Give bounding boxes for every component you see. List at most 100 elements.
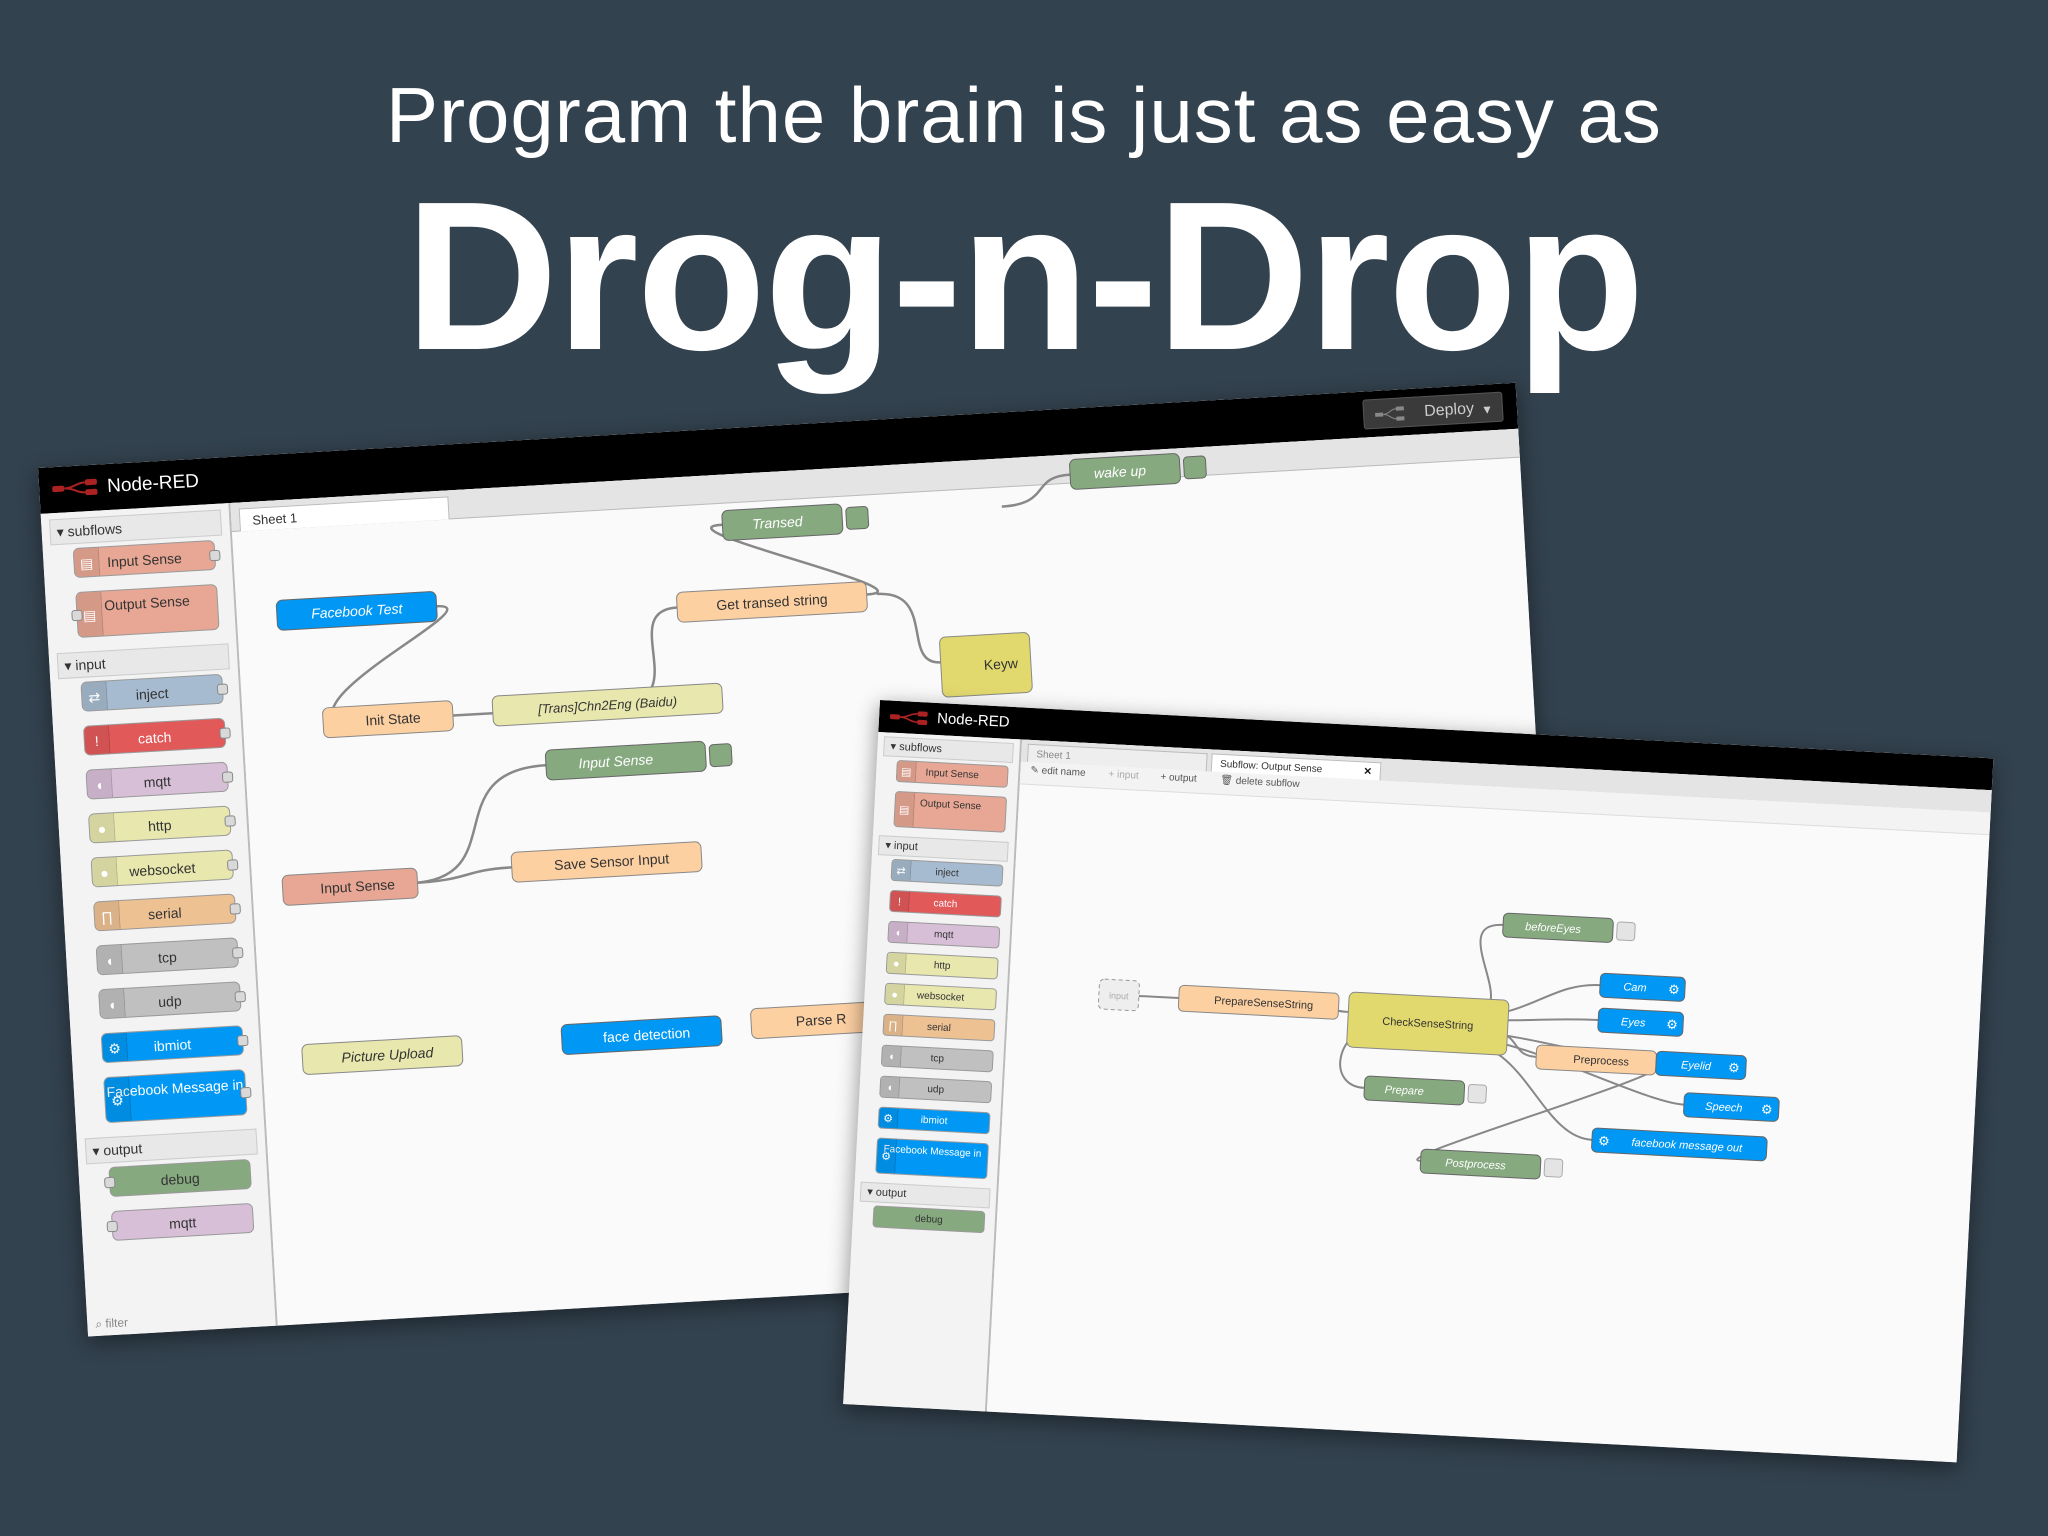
- node-label: http: [147, 816, 172, 835]
- node-label: websocket: [916, 990, 965, 1004]
- flow-node-parse[interactable]: Parse R: [750, 1001, 873, 1040]
- flow-node-init-state[interactable]: Init State: [322, 700, 454, 739]
- palette-node-catch[interactable]: !catch: [888, 889, 1002, 918]
- flow-node-eyes[interactable]: Eyes ⚙: [1597, 1007, 1684, 1037]
- node-label: Eyes: [1621, 1016, 1647, 1029]
- palette-node-websocket[interactable]: ●websocket: [884, 982, 998, 1011]
- flow-node-trans-chn2eng[interactable]: [Trans]Chn2Eng (Baidu): [491, 682, 724, 727]
- category-label: output: [102, 1140, 143, 1159]
- palette-node-facebook-message-in[interactable]: ⚙Facebook Message in: [103, 1069, 252, 1124]
- node-label: Facebook Test: [311, 600, 404, 621]
- chevron-down-icon[interactable]: ▼: [1480, 402, 1494, 417]
- output-port[interactable]: [216, 683, 229, 696]
- flow-node-subflow-input[interactable]: input: [1097, 978, 1140, 1012]
- node-label: ibmiot: [153, 1036, 192, 1055]
- palette-node-debug[interactable]: debug: [872, 1205, 986, 1234]
- palette-node-input-sense[interactable]: ▤Input Sense: [895, 759, 1009, 788]
- flow-node-postprocess[interactable]: Postprocess: [1419, 1148, 1564, 1180]
- filter-placeholder: filter: [105, 1315, 129, 1331]
- workspace[interactable]: Sheet 1 Subflow: Output Sense ✕ ✎ edit n…: [986, 739, 1992, 1463]
- flow-node-input-sense[interactable]: Input Sense: [281, 867, 419, 906]
- output-port[interactable]: [209, 549, 221, 562]
- flow-node-eyelid[interactable]: Eyelid ⚙: [1655, 1050, 1747, 1081]
- flow-node-save-sensor-input[interactable]: Save Sensor Input: [510, 841, 703, 883]
- output-port[interactable]: [236, 1034, 249, 1047]
- palette-node-http[interactable]: ●http: [87, 805, 236, 844]
- palette-node-catch[interactable]: !catch: [82, 717, 231, 756]
- node-label: wake up: [1094, 462, 1147, 481]
- flow-node-speech[interactable]: Speech ⚙: [1683, 1092, 1780, 1122]
- flow-node-before-eyes[interactable]: beforeEyes: [1502, 912, 1636, 944]
- slide-subtitle: Program the brain is just as easy as: [386, 71, 1662, 159]
- node-label: input: [1109, 990, 1130, 1001]
- flow-node-keyword-switch[interactable]: Keyw: [939, 632, 1033, 698]
- palette-node-input-sense[interactable]: ▤Input Sense: [72, 539, 221, 579]
- palette-node-facebook-message-in[interactable]: ⚙Facebook Message in: [875, 1137, 989, 1180]
- flow-node-get-transed-string[interactable]: Get transed string: [676, 581, 868, 623]
- output-port[interactable]: [224, 815, 236, 827]
- flow-node-picture-upload[interactable]: Picture Upload: [301, 1035, 464, 1075]
- palette-node-serial[interactable]: ∏serial: [93, 893, 242, 932]
- palette-node-tcp[interactable]: ◖tcp: [95, 937, 244, 976]
- brand-label: Node-RED: [106, 470, 200, 498]
- flow-node-facebook-message-out[interactable]: ⚙ facebook message out: [1591, 1127, 1768, 1162]
- flow-node-cam[interactable]: Cam ⚙: [1599, 972, 1686, 1002]
- deploy-button[interactable]: Deploy ▼: [1362, 391, 1504, 430]
- flow-node-face-detection[interactable]: face detection: [560, 1015, 723, 1055]
- flow-canvas[interactable]: Facebook Test Init State [Trans]Chn2Eng …: [230, 429, 1565, 1326]
- flow-node-prepare[interactable]: Prepare: [1363, 1075, 1488, 1106]
- output-port[interactable]: [226, 859, 239, 871]
- node-label: inject: [935, 867, 959, 880]
- palette-category-subflows[interactable]: ▾ subflows: [883, 736, 1014, 764]
- flow-node-input-sense-out[interactable]: Input Sense: [544, 740, 733, 781]
- input-port[interactable]: [103, 1176, 116, 1189]
- node-label: Init State: [365, 709, 421, 728]
- palette-node-http[interactable]: ●http: [885, 951, 999, 980]
- palette-node-ibmiot[interactable]: ⚙ibmiot: [877, 1106, 991, 1135]
- category-label: subflows: [898, 741, 943, 756]
- palette-node-inject[interactable]: ⇄inject: [890, 858, 1004, 887]
- output-port[interactable]: [239, 1086, 252, 1099]
- node-label: udp: [157, 992, 183, 1010]
- palette-node-websocket[interactable]: ●websocket: [90, 849, 239, 888]
- palette-node-inject[interactable]: ⇄inject: [80, 673, 229, 712]
- input-port[interactable]: [71, 609, 83, 622]
- flow-node-prepare-sense-string[interactable]: PrepareSenseString: [1177, 984, 1340, 1020]
- alert-icon: !: [889, 890, 911, 912]
- node-label: mqtt: [933, 929, 954, 942]
- flow-node-preprocess[interactable]: Preprocess: [1535, 1044, 1657, 1076]
- palette-node-output-sense[interactable]: ▤Output Sense: [71, 583, 220, 638]
- output-port[interactable]: [229, 903, 242, 915]
- bridge-icon: ◖: [881, 1045, 902, 1067]
- palette-node-mqtt[interactable]: ◖mqtt: [887, 920, 1001, 949]
- palette-node-udp[interactable]: ◖udp: [98, 981, 247, 1020]
- flow-node-check-sense-string[interactable]: CheckSenseString: [1346, 991, 1510, 1056]
- output-port[interactable]: [231, 946, 244, 959]
- gear-icon: ⚙: [1668, 982, 1680, 998]
- palette-node-mqtt-out[interactable]: mqtt: [106, 1202, 255, 1241]
- palette-node-debug[interactable]: debug: [103, 1158, 252, 1198]
- palette-node-mqtt[interactable]: ◖mqtt: [85, 761, 234, 800]
- workspace[interactable]: Sheet 1 Facebook Test Init Stat: [230, 428, 1566, 1326]
- palette-filter[interactable]: ⌕ filter: [94, 1315, 129, 1332]
- palette-node-tcp[interactable]: ◖tcp: [880, 1044, 994, 1073]
- palette-category-input[interactable]: ▾ input: [877, 835, 1009, 862]
- input-port[interactable]: [106, 1220, 119, 1233]
- output-port[interactable]: [221, 771, 234, 783]
- brand-label: Node-RED: [936, 710, 1010, 731]
- category-label: input: [893, 839, 919, 854]
- node-label: Cam: [1623, 981, 1647, 994]
- palette-node-serial[interactable]: ∏serial: [882, 1013, 996, 1042]
- node-label: Parse R: [795, 1010, 846, 1029]
- category-label: input: [74, 655, 107, 674]
- palette-node-output-sense[interactable]: ▤Output Sense: [893, 790, 1008, 833]
- output-port[interactable]: [219, 727, 231, 739]
- output-port[interactable]: [234, 990, 247, 1003]
- flow-node-wake-up[interactable]: wake up: [1069, 452, 1207, 490]
- palette-node-ibmiot[interactable]: ⚙ibmiot: [100, 1025, 249, 1064]
- palette-category-output[interactable]: ▾ output: [859, 1181, 991, 1209]
- flow-node-transed[interactable]: Transed: [721, 502, 870, 541]
- palette-node-udp[interactable]: ◖udp: [879, 1075, 993, 1104]
- flow-node-facebook-test[interactable]: Facebook Test: [275, 591, 438, 631]
- flow-canvas[interactable]: input PrepareSenseString CheckSenseStrin…: [987, 739, 1992, 1462]
